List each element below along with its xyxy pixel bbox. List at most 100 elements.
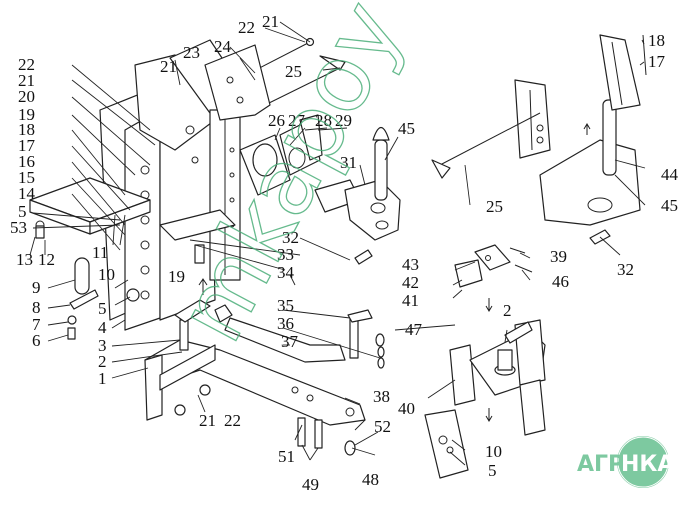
callout-40: 40 (398, 399, 415, 418)
rod-25b (439, 112, 541, 166)
callout-44: 44 (661, 165, 679, 184)
pin-9 (74, 257, 90, 295)
pin-18 (642, 34, 647, 76)
nut-21 (174, 404, 186, 416)
callout-8: 8 (32, 298, 41, 317)
callout-2: 2 (503, 301, 512, 320)
logo-text-right: НКА (621, 452, 674, 477)
boss (497, 349, 513, 371)
callout-4: 4 (98, 318, 107, 337)
pin-42 (454, 259, 483, 288)
callout-labels: 22 21 20 19 18 17 16 15 14 5 53 13 12 11… (10, 12, 679, 494)
plate-8 (69, 289, 99, 310)
callout-33: 33 (277, 245, 294, 264)
callout-22: 22 (238, 18, 255, 37)
bolt-6 (67, 327, 76, 340)
bolt-53 (35, 225, 45, 239)
right-drawbar (431, 34, 647, 245)
callout-29: 29 (335, 111, 352, 130)
callout-18: 18 (18, 120, 35, 139)
callout-19: 19 (168, 267, 185, 286)
nut-5 (126, 288, 140, 302)
callout-9: 9 (32, 278, 41, 297)
callout-35: 35 (277, 296, 294, 315)
callout-39: 39 (550, 247, 567, 266)
callout-6: 6 (32, 331, 41, 350)
callout-21: 21 (199, 411, 216, 430)
link-plate (174, 299, 211, 323)
callout-46: 46 (552, 272, 569, 291)
pin-19 (194, 244, 205, 264)
callout-23: 23 (183, 43, 200, 62)
cover-29 (299, 114, 323, 161)
callout-11: 11 (92, 243, 108, 262)
pto-housing (239, 114, 323, 196)
washer-7 (67, 315, 77, 325)
callout-27: 27 (288, 111, 306, 130)
bracket-1 (144, 354, 163, 421)
callout-26: 26 (268, 111, 285, 130)
callout-22: 22 (224, 411, 241, 430)
callout-38: 38 (373, 387, 390, 406)
plate-23 (204, 44, 271, 121)
callout-37: 37 (281, 332, 299, 351)
washer-22 (199, 384, 211, 396)
spring-39 (509, 247, 526, 254)
logo-circle (615, 434, 671, 490)
pin-45 (374, 139, 388, 201)
callout-25: 25 (285, 62, 302, 81)
callout-32: 32 (282, 228, 299, 247)
callout-43: 43 (402, 255, 419, 274)
callout-53: 53 (10, 218, 27, 237)
bolt-49a (297, 417, 306, 447)
callout-19: 19 (18, 105, 35, 124)
lower-fasteners (297, 417, 379, 456)
callout-5: 5 (98, 299, 107, 318)
callout-18: 18 (648, 31, 665, 50)
callout-34: 34 (277, 263, 295, 282)
clevis-assembly (314, 126, 401, 265)
upper-rods (204, 37, 346, 121)
bolt-2b (504, 321, 533, 344)
callout-13: 13 (16, 250, 33, 269)
pin-36 (349, 317, 359, 359)
callout-10: 10 (485, 442, 502, 461)
plate-lower (424, 409, 469, 479)
leader-lines (29, 21, 646, 466)
coupling-parts (454, 244, 533, 288)
clamp-block (514, 79, 551, 159)
spring-46 (514, 264, 533, 273)
callout-20: 20 (18, 87, 35, 106)
ring-48 (344, 440, 356, 456)
callout-22: 22 (18, 55, 35, 74)
logo-text-left: АГРО (577, 452, 643, 477)
block-43 (474, 244, 511, 271)
cross-plate (159, 209, 236, 241)
callout-45: 45 (398, 119, 415, 138)
callout-7: 7 (32, 315, 41, 334)
callout-31: 31 (340, 153, 357, 172)
callout-3: 3 (98, 336, 107, 355)
callout-14: 14 (18, 184, 36, 203)
callout-5: 5 (488, 461, 497, 480)
callout-25: 25 (486, 197, 503, 216)
handle-35 (347, 309, 373, 323)
callout-36: 36 (277, 314, 294, 333)
callout-17: 17 (648, 52, 666, 71)
chain-47 (375, 333, 385, 369)
callout-12: 12 (38, 250, 55, 269)
callout-10: 10 (98, 265, 115, 284)
bracket-40-assembly (424, 319, 546, 479)
callout-52: 52 (374, 417, 391, 436)
callout-17: 17 (18, 136, 36, 155)
callout-21: 21 (262, 12, 279, 31)
clip-32 (354, 249, 373, 265)
callout-15: 15 (18, 168, 35, 187)
callout-42: 42 (402, 273, 419, 292)
hitch-pin (347, 309, 385, 369)
plate-37 (224, 317, 346, 363)
agronka-logo: АГРО НКА (577, 434, 674, 490)
callout-41: 41 (402, 291, 419, 310)
